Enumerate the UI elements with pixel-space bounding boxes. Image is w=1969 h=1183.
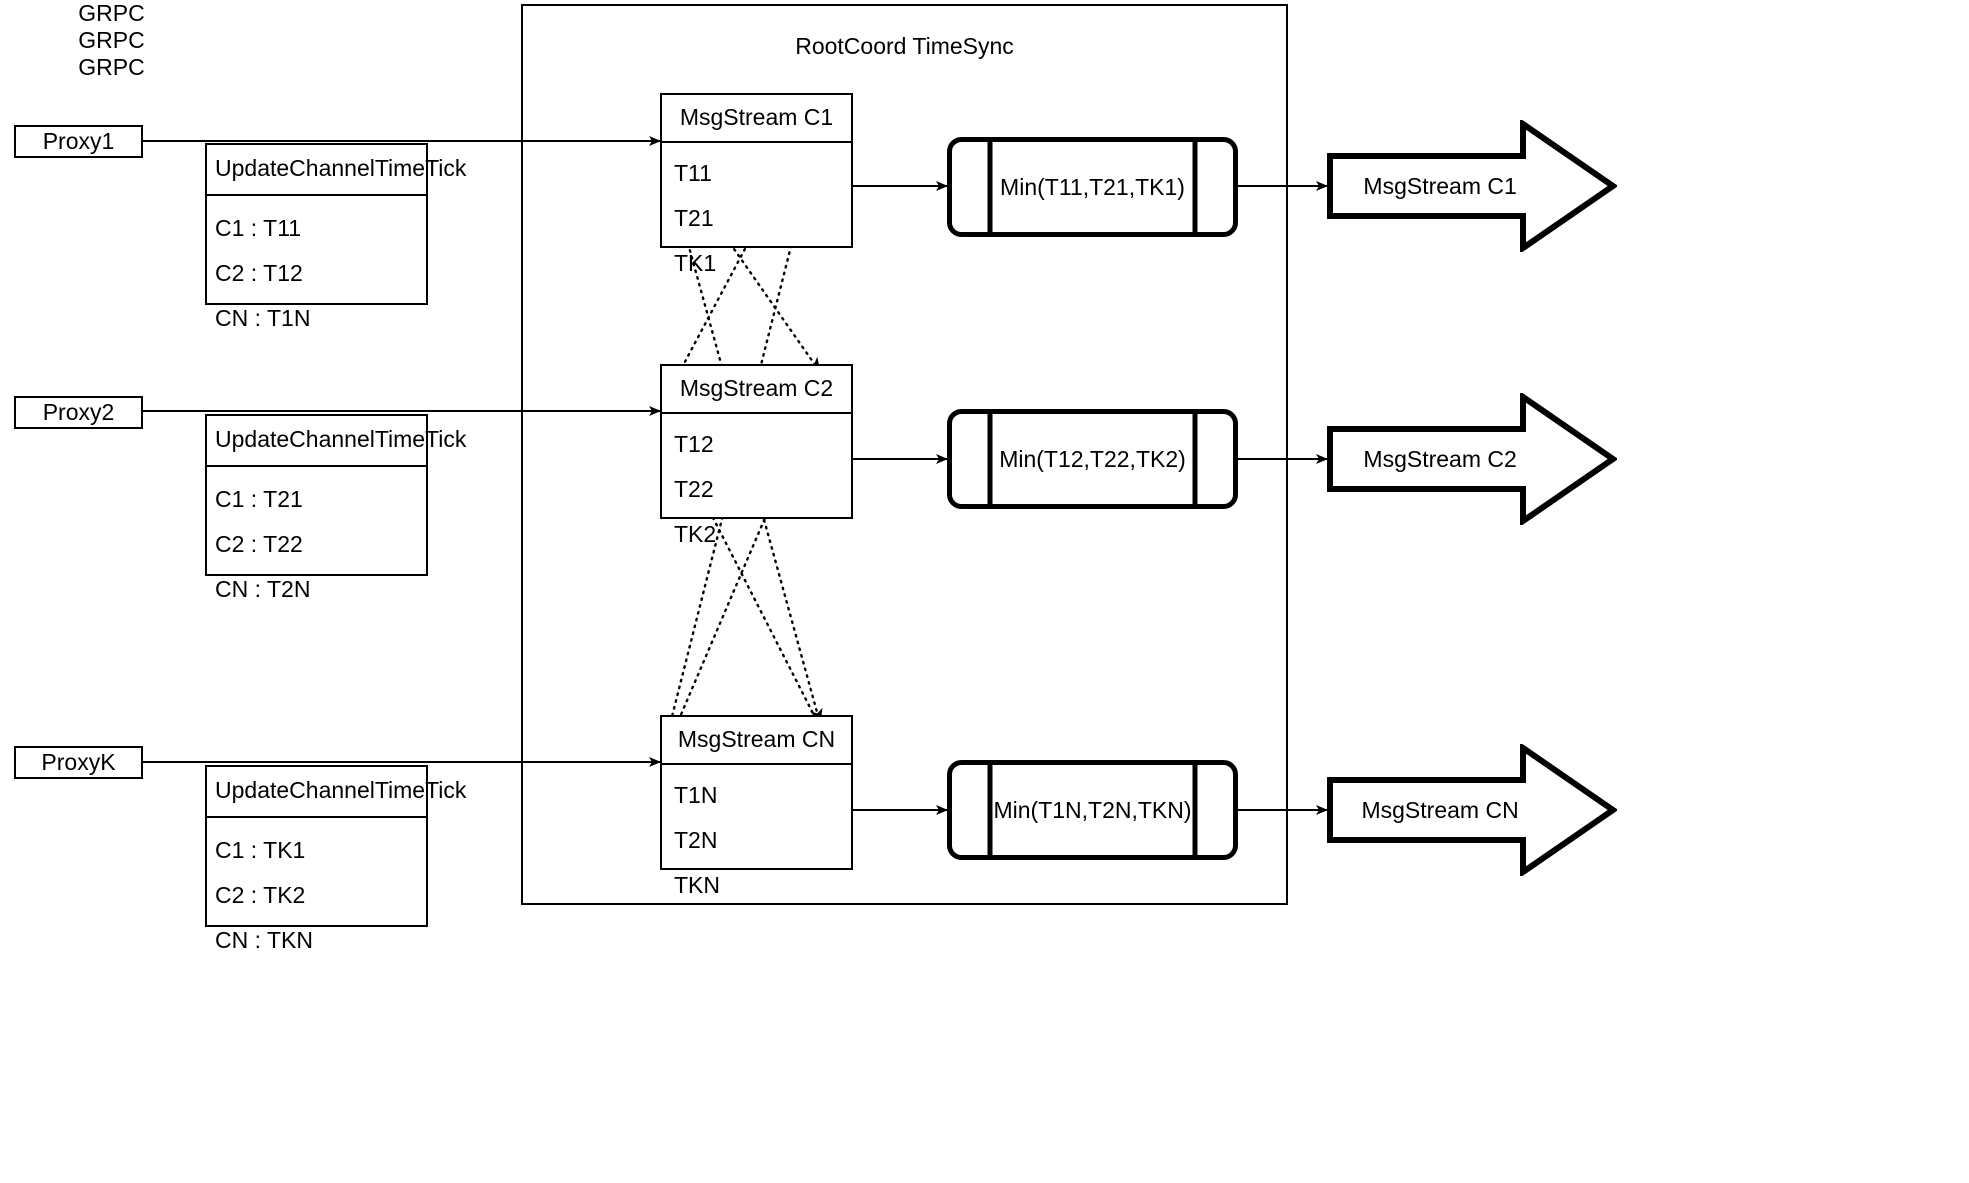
min-process-label: Min(T12,T22,TK2) [999,445,1186,472]
min-process-box-cn: Min(T1N,T2N,TKN) [947,760,1238,860]
output-label: MsgStream C1 [1363,172,1517,199]
block-arrow-shape [1327,393,1617,525]
output-block-arrow-c1: MsgStream C1 [1327,120,1617,252]
tick-row: C2 : T22 [215,531,303,557]
proxy-label: Proxy1 [42,128,115,154]
msgstream-row: T22 [674,476,714,502]
output-block-arrow-c2: MsgStream C2 [1327,393,1617,525]
output-label: MsgStream C2 [1363,445,1517,472]
block-arrow-shape [1327,744,1617,876]
msgstream-row: T2N [674,827,718,853]
grpc-label-1: GRPC [78,0,145,26]
rootcoord-timesync-title: RootCoord TimeSync [795,33,1014,59]
tick-table-header: UpdateChannelTimeTick [207,767,466,818]
msgstream-row: TK1 [674,250,717,276]
tick-table-header: UpdateChannelTimeTick [207,145,466,196]
tick-table-body: C1 : T21 C2 : T22 CN : T2N [207,467,426,612]
grpc-label-k: GRPC [78,54,145,80]
tick-row: C2 : T12 [215,260,303,286]
msgstream-row: T12 [674,431,714,457]
msgstream-body: T12 T22 TK2 [662,414,851,557]
proxy-box-1[interactable]: Proxy1 [14,125,143,158]
msgstream-header: MsgStream CN [662,717,851,765]
tick-row: CN : T2N [215,576,311,602]
grpc-label-2: GRPC [78,27,145,53]
tick-row: CN : TKN [215,927,313,953]
tick-row: CN : T1N [215,305,311,331]
proxy-box-k[interactable]: ProxyK [14,746,143,779]
tick-table-body: C1 : TK1 C2 : TK2 CN : TKN [207,818,426,963]
tick-row: C1 : T21 [215,486,303,512]
msgstream-box-cn: MsgStream CN T1N T2N TKN [660,715,853,898]
min-process-box-c2: Min(T12,T22,TK2) [947,409,1238,509]
tick-row: C2 : TK2 [215,882,306,908]
proxy-box-2[interactable]: Proxy2 [14,396,143,429]
predefined-process-shape [947,760,1238,860]
msgstream-row: T21 [674,205,714,231]
min-process-label: Min(T1N,T2N,TKN) [993,796,1192,823]
tick-table-header: UpdateChannelTimeTick [207,416,466,467]
block-arrow-shape [1327,120,1617,252]
msgstream-body: T1N T2N TKN [662,765,851,908]
msgstream-row: T1N [674,782,718,808]
msgstream-body: T11 T21 TK1 [662,143,851,286]
tick-table-body: C1 : T11 C2 : T12 CN : T1N [207,196,426,341]
msgstream-row: TK2 [674,521,717,547]
output-block-arrow-cn: MsgStream CN [1327,744,1617,876]
msgstream-header: MsgStream C1 [662,95,851,143]
predefined-process-shape [947,137,1238,237]
predefined-process-shape [947,409,1238,509]
tick-row: C1 : TK1 [215,837,306,863]
output-label: MsgStream CN [1361,796,1519,823]
msgstream-header: MsgStream C2 [662,366,851,414]
msgstream-row: TKN [674,872,720,898]
min-process-box-c1: Min(T11,T21,TK1) [947,137,1238,237]
msgstream-row: T11 [674,160,712,186]
rootcoord-timesync-container [521,4,1288,905]
min-process-label: Min(T11,T21,TK1) [1000,173,1185,200]
msgstream-box-c2: MsgStream C2 T12 T22 TK2 [660,364,853,547]
proxy-label: ProxyK [41,749,116,775]
update-channel-timetick-table-k: UpdateChannelTimeTick C1 : TK1 C2 : TK2 … [205,765,466,953]
update-channel-timetick-table-1: UpdateChannelTimeTick C1 : T11 C2 : T12 … [205,143,466,331]
update-channel-timetick-table-2: UpdateChannelTimeTick C1 : T21 C2 : T22 … [205,414,466,602]
tick-row: C1 : T11 [215,215,302,241]
msgstream-box-c1: MsgStream C1 T11 T21 TK1 [660,93,853,276]
proxy-label: Proxy2 [42,399,115,425]
